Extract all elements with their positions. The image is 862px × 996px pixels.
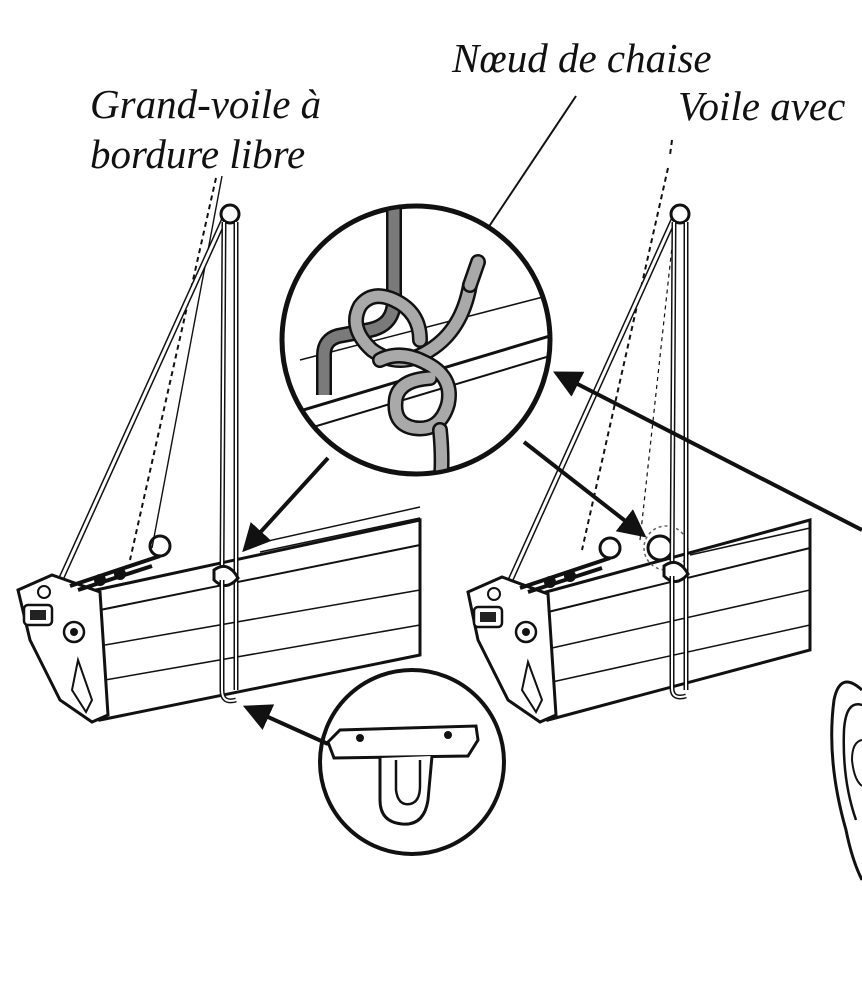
arrow-knot-to-left-boom [242, 456, 330, 553]
slider-detail-icon [318, 668, 506, 856]
left-lashing-loop [212, 203, 241, 704]
arrow-slider-to-left-boom [242, 704, 329, 746]
left-boom [94, 506, 422, 722]
label-sail-with: Voile avec [678, 83, 846, 129]
right-lashing-loop [662, 203, 691, 700]
arrow-knot-to-right-boom [522, 440, 647, 538]
left-sail-edge [129, 175, 223, 561]
left-outhaul-line [53, 213, 229, 592]
knot-leader-line [487, 95, 577, 229]
right-sail-edge [581, 139, 677, 551]
arrow-right-to-knot [553, 371, 862, 532]
label-loose-foot-mainsail-line2: bordure libre [90, 131, 306, 177]
right-outhaul-line [503, 212, 679, 592]
label-bowline-knot: Nœud de chaise [452, 35, 712, 81]
right-boom-end-cap [466, 575, 558, 724]
right-edge-partial-fitting [830, 680, 862, 881]
right-boom-assembly [466, 139, 812, 724]
left-boom-end-cap [16, 573, 110, 724]
left-clew-fittings [69, 534, 172, 592]
arrows [242, 371, 862, 746]
left-boom-assembly [16, 175, 422, 724]
right-boom [544, 518, 812, 722]
label-loose-foot-mainsail-line1: Grand-voile à [90, 81, 322, 127]
bowline-knot-detail-icon [279, 203, 553, 477]
